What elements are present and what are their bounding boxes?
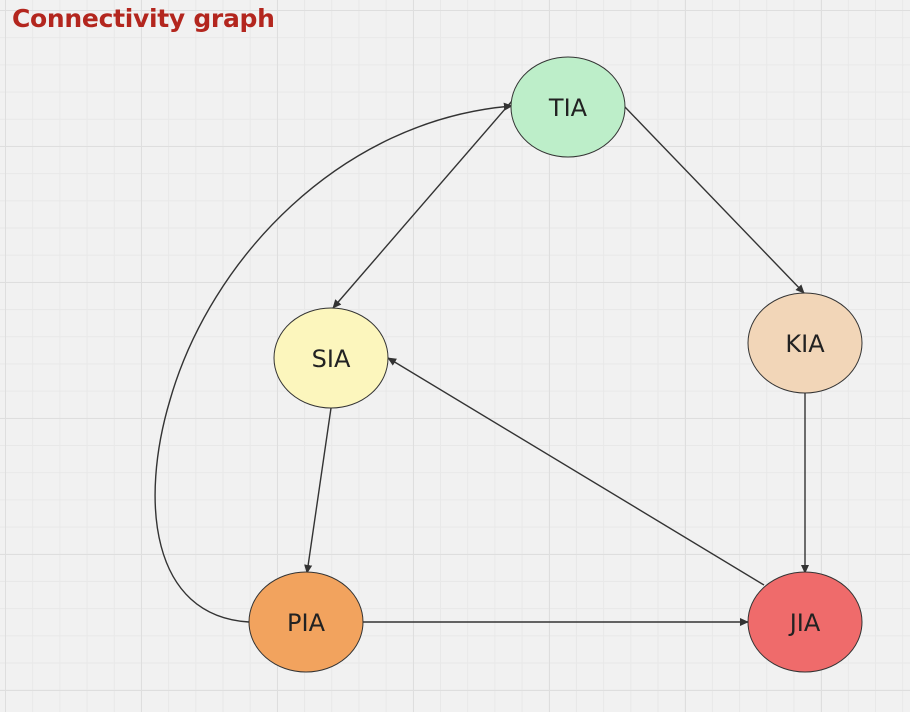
node-pia-shape (248, 571, 364, 673)
node-jia[interactable]: JIA (747, 571, 863, 673)
edge-tia-sia[interactable] (332, 100, 513, 309)
edge-sia-pia[interactable] (304, 407, 332, 574)
node-pia[interactable]: PIA (248, 571, 364, 673)
node-kia[interactable]: KIA (747, 292, 863, 394)
edge-pia-tia[interactable] (154, 102, 513, 623)
node-tia[interactable]: TIA (510, 56, 626, 158)
node-jia-shape (747, 571, 863, 673)
node-kia-shape (747, 292, 863, 394)
node-sia-shape (273, 307, 389, 409)
node-pia-label: PIA (287, 609, 326, 637)
edge-jia-sia[interactable] (387, 357, 765, 586)
node-tia-shape (510, 56, 626, 158)
edge-tia-kia[interactable] (623, 105, 805, 294)
page-title: Connectivity graph (12, 4, 275, 33)
node-sia[interactable]: SIA (273, 307, 389, 409)
node-tia-label: TIA (548, 94, 588, 122)
node-kia-label: KIA (785, 330, 825, 358)
edges (154, 100, 810, 627)
node-jia-label: JIA (788, 609, 821, 637)
node-sia-label: SIA (312, 345, 351, 373)
